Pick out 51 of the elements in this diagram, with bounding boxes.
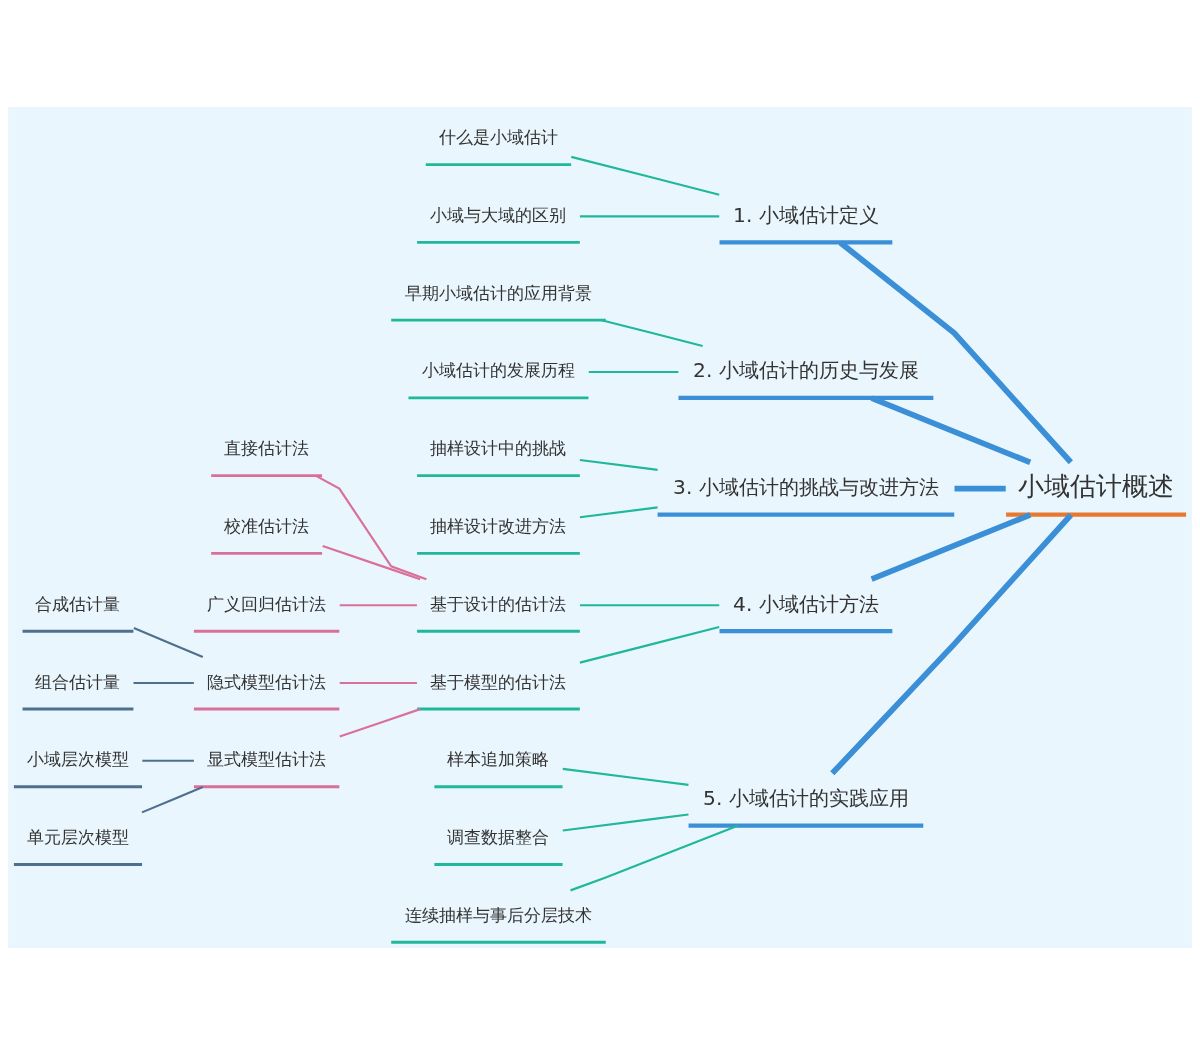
node-text: 4. 小域估计方法 [733,591,879,616]
node-text: 调查数据整合 [447,827,550,848]
node-text: 早期小域估计的应用背景 [404,282,592,303]
node-text: 隐式模型估计法 [207,671,327,692]
node-text: 小域与大域的区别 [430,204,567,225]
connector [830,513,1073,776]
connector [570,824,739,892]
node-text: 什么是小域估计 [438,127,558,148]
node-text: 单元层次模型 [26,827,129,848]
connector [133,627,204,658]
connector [141,785,204,814]
node-text: 基于设计的估计法 [430,593,567,614]
node-text: 样本追加策略 [447,749,550,770]
connector [870,512,1032,582]
node-text: 抽样设计改进方法 [430,515,567,536]
node-text: 组合估计量 [35,671,121,692]
connector [570,155,720,196]
connector [339,604,417,607]
connector [579,604,720,607]
node-text: 基于模型的估计法 [430,671,567,692]
connector [954,485,1006,492]
node-text: 显式模型估计法 [207,749,327,770]
connector [339,708,421,738]
connector [870,395,1032,466]
connector [142,759,194,762]
node-text: 合成估计量 [35,593,121,614]
node-text: 小域估计概述 [1018,470,1175,501]
node-text: 小域层次模型 [26,749,129,770]
node-text: 3. 小域估计的挑战与改进方法 [673,474,939,499]
connector [579,458,658,471]
connector [579,625,720,664]
node-text: 小域估计的发展历程 [421,360,575,381]
node-text: 2. 小域估计的历史与发展 [693,358,919,383]
connector [838,240,1073,465]
connector [315,474,427,581]
connector [562,767,689,786]
node-text: 直接估计法 [224,438,310,459]
node-text: 广义回归估计法 [207,593,327,614]
node-text: 5. 小域估计的实践应用 [703,786,909,810]
node-text: 1. 小域估计定义 [733,202,879,227]
connector [339,681,417,685]
connector [579,506,658,519]
node-text: 抽样设计中的挑战 [430,438,567,459]
node-text: 连续抽样与事后分层技术 [404,904,592,925]
connector [579,215,720,218]
node-text: 校准估计法 [224,515,310,536]
connector [601,319,703,347]
connector [562,813,689,832]
connector [588,370,679,374]
connector [322,545,421,581]
connector [133,681,194,685]
